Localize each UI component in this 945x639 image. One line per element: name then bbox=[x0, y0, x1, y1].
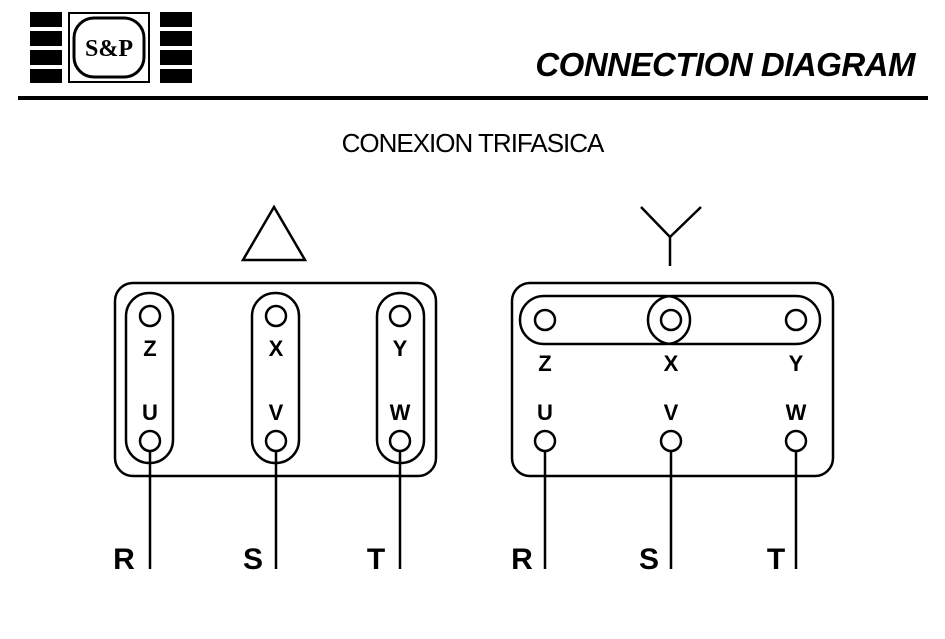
delta-label-z: Z bbox=[143, 336, 156, 361]
delta-terminal-w bbox=[388, 429, 412, 453]
star-terminal-w bbox=[784, 429, 808, 453]
delta-terminal-z bbox=[138, 304, 162, 328]
header-title: CONNECTION DIAGRAM bbox=[535, 46, 915, 83]
header-rule bbox=[18, 96, 928, 100]
delta-label-w: W bbox=[390, 400, 411, 425]
star-terminal-v bbox=[659, 429, 683, 453]
star-symbol bbox=[640, 206, 702, 266]
star-lead-s: S bbox=[639, 543, 659, 576]
delta-label-u: U bbox=[142, 400, 158, 425]
delta-lead-r: R bbox=[113, 543, 135, 576]
star-terminal-z bbox=[533, 308, 557, 332]
star-label-u: U bbox=[537, 400, 553, 425]
star-link-2 bbox=[646, 294, 822, 346]
star-terminal-y bbox=[784, 308, 808, 332]
delta-terminal-v bbox=[264, 429, 288, 453]
star-lead-t: T bbox=[767, 543, 785, 576]
sp-logo: S&P bbox=[30, 12, 192, 83]
delta-label-x: X bbox=[269, 336, 284, 361]
diagram-subtitle: CONEXION TRIFASICA bbox=[341, 128, 605, 158]
delta-lead-t: T bbox=[367, 543, 385, 576]
delta-lead-s: S bbox=[243, 543, 263, 576]
star-label-v: V bbox=[664, 400, 679, 425]
delta-terminal-y bbox=[388, 304, 412, 328]
star-label-w: W bbox=[786, 400, 807, 425]
delta-label-y: Y bbox=[393, 336, 408, 361]
delta-symbol bbox=[240, 204, 308, 262]
star-lead-r: R bbox=[511, 543, 533, 576]
star-link-1 bbox=[518, 294, 692, 346]
star-label-y: Y bbox=[789, 351, 804, 376]
star-label-x: X bbox=[664, 351, 679, 376]
star-terminal-u bbox=[533, 429, 557, 453]
delta-terminal-x bbox=[264, 304, 288, 328]
delta-label-v: V bbox=[269, 400, 284, 425]
star-terminal-box bbox=[510, 281, 835, 478]
delta-terminal-u bbox=[138, 429, 162, 453]
star-terminal-x bbox=[659, 308, 683, 332]
star-label-z: Z bbox=[538, 351, 551, 376]
logo-text: S&P bbox=[85, 36, 133, 62]
